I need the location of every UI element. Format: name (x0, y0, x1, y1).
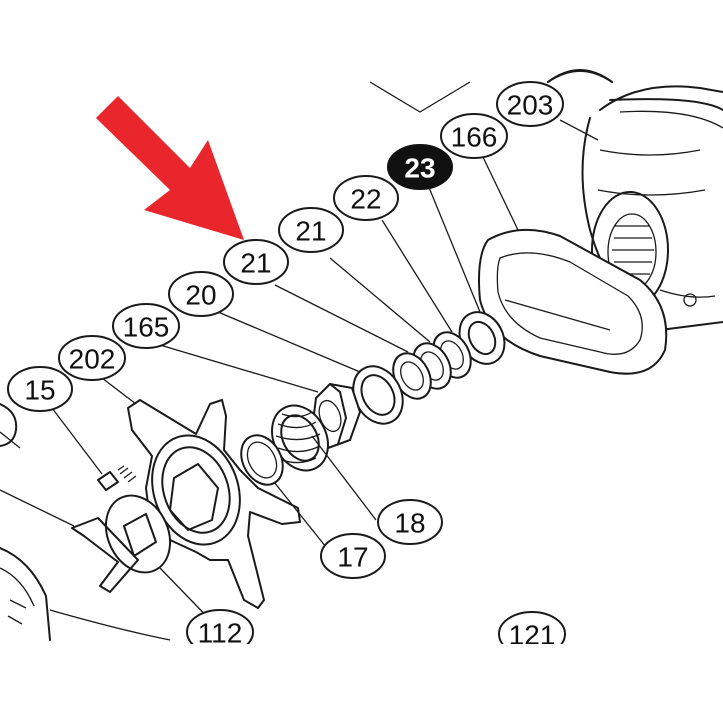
callout-166: 166 (440, 113, 508, 159)
callout-166-text: 166 (451, 122, 498, 153)
part-112-washer-plate (71, 494, 172, 593)
red-arrow-icon (96, 96, 244, 240)
callout-165: 165 (112, 303, 180, 349)
callout-165-text: 165 (123, 312, 170, 343)
part-21-washer-b (392, 352, 432, 400)
leader-lines (0, 119, 599, 629)
callout-20: 20 (168, 271, 234, 317)
callout-20-text: 20 (185, 280, 216, 311)
callout-203-text: 203 (507, 90, 554, 121)
part-166-side-plate (478, 228, 668, 375)
callout-23: 23 (387, 144, 453, 190)
callout-18-text: 18 (394, 508, 425, 539)
callout-112-text: 112 (198, 618, 243, 649)
callout-202-text: 202 (69, 344, 116, 375)
callout-21-lower: 21 (223, 239, 289, 285)
partial-callout-left (0, 403, 18, 447)
callout-23-text: 23 (404, 153, 435, 184)
callout-21-upper-text: 21 (295, 216, 326, 247)
callout-15: 15 (7, 366, 73, 412)
callout-22: 22 (333, 175, 399, 221)
part-15-screw-spring (97, 465, 137, 491)
callout-21-lower-text: 21 (240, 248, 271, 279)
top-guide-lines (369, 81, 471, 113)
callout-labels: 203 166 23 22 21 21 20 165 (7, 81, 566, 657)
callout-202: 202 (58, 335, 126, 381)
lower-frame (0, 547, 171, 641)
callout-112: 112 (186, 609, 254, 655)
partial-callout-top-edge (547, 70, 613, 83)
callout-17-text: 17 (337, 542, 368, 573)
callout-17: 17 (320, 533, 386, 579)
top-margin (0, 0, 723, 60)
callout-203: 203 (496, 81, 564, 127)
bottom-margin (0, 644, 723, 723)
callout-21-upper: 21 (278, 207, 344, 253)
reel-body-frame (581, 85, 723, 331)
callout-15-text: 15 (24, 375, 55, 406)
callout-18: 18 (377, 499, 443, 545)
callout-22-text: 22 (350, 184, 381, 215)
